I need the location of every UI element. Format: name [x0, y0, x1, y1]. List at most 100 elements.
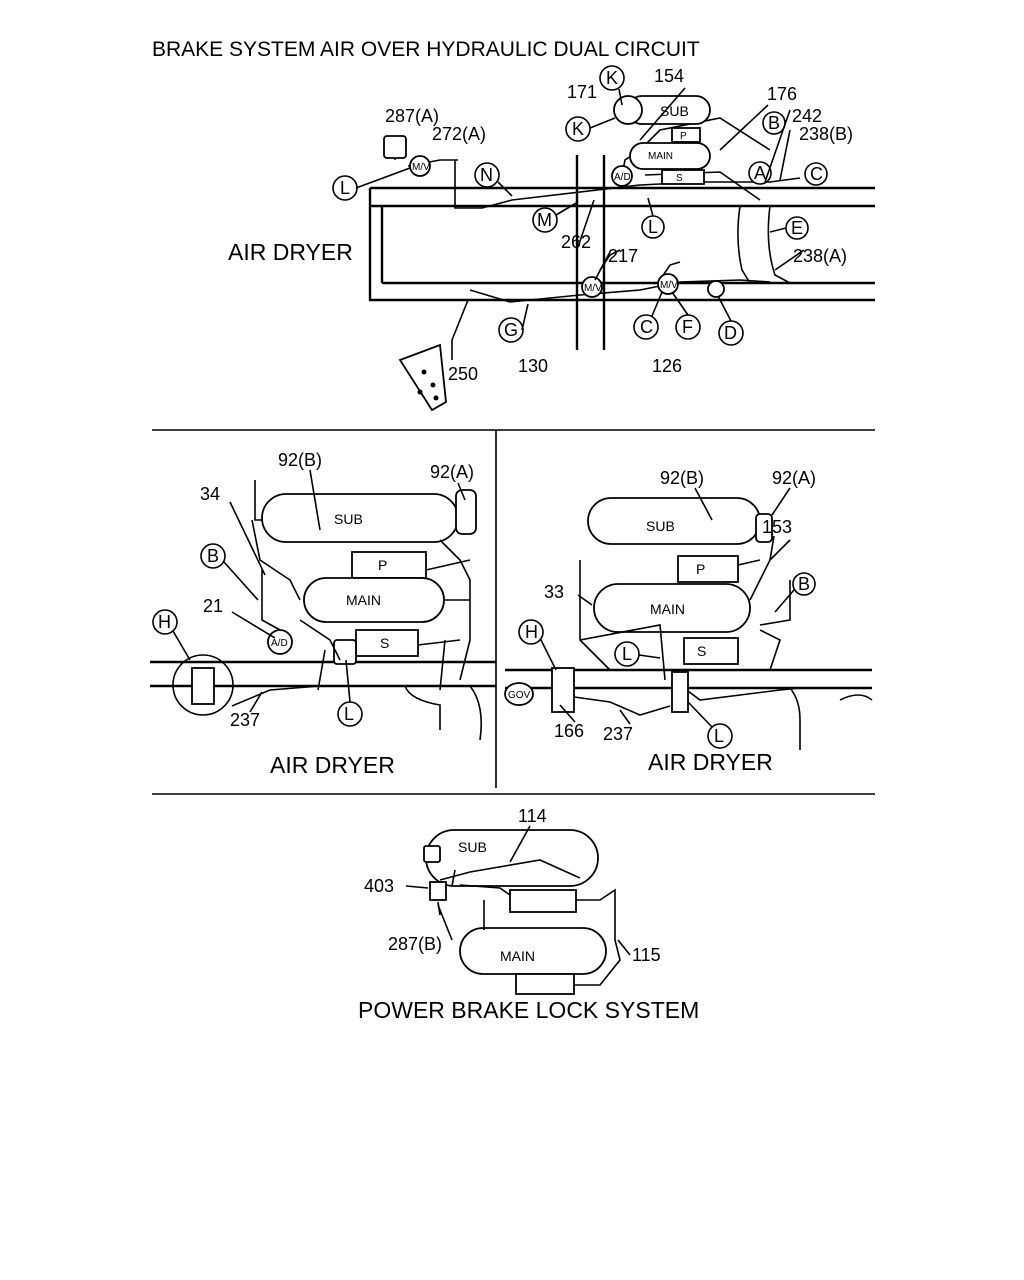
callout-f: F: [682, 317, 693, 337]
valve-icon: [455, 489, 477, 535]
callout-h: H: [158, 612, 171, 632]
s-tank: [661, 169, 705, 185]
part-number: 287(A): [385, 106, 439, 126]
callout-l: L: [344, 704, 354, 724]
mv-valve-label: M/V: [584, 283, 602, 294]
diagram-title: BRAKE SYSTEM AIR OVER HYDRAULIC DUAL CIR…: [152, 38, 700, 61]
part-number: 153: [762, 517, 792, 537]
callout-d: D: [724, 323, 737, 343]
part-number: 130: [518, 356, 548, 376]
part-number: 166: [554, 721, 584, 741]
s-tank-label: S: [676, 173, 683, 184]
main-tank-label: MAIN: [500, 948, 535, 964]
callout-b: B: [768, 113, 780, 133]
p-tank: [677, 555, 739, 583]
callout-c: C: [640, 317, 653, 337]
callout-b: B: [798, 574, 810, 594]
sub-tank-label: SUB: [646, 518, 675, 534]
switch-icon: [383, 135, 407, 159]
part-number: 92(B): [660, 468, 704, 488]
callout-n: N: [480, 165, 493, 185]
part-number: 176: [767, 84, 797, 104]
bracket: [671, 671, 689, 713]
main-tank: [629, 142, 711, 170]
top-panel: SUB P MAIN S M/V A/D M/V M/V AIR DRYER K…: [228, 65, 875, 412]
sub-tank-label: SUB: [458, 839, 487, 855]
callout-h: H: [525, 622, 538, 642]
part-number: 92(A): [772, 468, 816, 488]
part-number: 217: [608, 246, 638, 266]
drain-valve-icon: [707, 280, 725, 298]
ad-valve-icon: [611, 165, 633, 187]
p-tank: [351, 551, 427, 579]
s-tank: [683, 637, 739, 665]
bracket: [551, 667, 575, 713]
part-number: 242: [792, 106, 822, 126]
part-number: 21: [203, 596, 223, 616]
callout-l: L: [340, 178, 350, 198]
part-number: 126: [652, 356, 682, 376]
callout-k: K: [606, 68, 618, 88]
ad-valve-label: A/D: [271, 638, 288, 649]
switch-icon: [423, 845, 441, 863]
valve-icon: [429, 881, 447, 901]
panel-separators: [152, 429, 875, 795]
governor-label: GOV: [508, 690, 531, 701]
s-tank-label: S: [380, 635, 389, 651]
main-tank: [593, 583, 751, 633]
p-tank-label: P: [378, 557, 387, 573]
right-air-dryer-label: AIR DRYER: [648, 749, 773, 775]
callout-a: A: [754, 163, 766, 183]
part-number: 287(B): [388, 934, 442, 954]
left-panel: SUB P MAIN S A/D H B L 92(B) 92(A) 34 21…: [150, 450, 496, 778]
callout-l: L: [622, 644, 632, 664]
p-tank-label: P: [696, 561, 705, 577]
part-number: 238(B): [799, 124, 853, 144]
sub-tank-label: SUB: [660, 103, 689, 119]
part-number: 262: [561, 232, 591, 252]
governor-icon: [504, 682, 534, 706]
part-number: 114: [518, 806, 547, 826]
callout-c: C: [810, 164, 823, 184]
part-number: 33: [544, 582, 564, 602]
right-panel: SUB P MAIN S GOV H B L L 92(B) 92(A) 153…: [504, 468, 873, 775]
callout-e: E: [791, 218, 803, 238]
callout-b: B: [207, 546, 219, 566]
cylinder: [509, 889, 577, 913]
mv-valve-icon: [581, 276, 603, 298]
part-number: 92(A): [430, 462, 474, 482]
part-number: 115: [632, 945, 661, 965]
mounting-bracket: [398, 343, 447, 412]
part-number: 171: [567, 82, 597, 102]
part-number: 92(B): [278, 450, 322, 470]
part-number: 34: [200, 484, 220, 504]
callout-g: G: [504, 320, 518, 340]
part-number: 272(A): [432, 124, 486, 144]
s-tank: [355, 629, 419, 657]
mv-valve-label: M/V: [660, 280, 678, 291]
left-air-dryer-label: AIR DRYER: [270, 752, 395, 778]
callout-k: K: [572, 119, 584, 139]
part-number: 237: [230, 710, 260, 730]
sub-tank-label: SUB: [334, 511, 363, 527]
s-tank-label: S: [697, 643, 706, 659]
power-brake-lock-label: POWER BRAKE LOCK SYSTEM: [358, 997, 699, 1023]
mv-valve-icon: [409, 155, 431, 177]
part-number: 237: [603, 724, 633, 744]
part-number: 154: [654, 66, 684, 86]
callout-l: L: [714, 726, 724, 746]
part-number: 250: [448, 364, 478, 384]
callout-l: L: [648, 217, 658, 237]
top-air-dryer-label: AIR DRYER: [228, 239, 353, 265]
mv-valve-label: M/V: [412, 162, 430, 173]
main-tank-label: MAIN: [648, 151, 673, 162]
valve-icon: [755, 513, 773, 543]
callout-m: M: [537, 210, 552, 230]
part-number: 238(A): [793, 246, 847, 266]
ad-valve-label: A/D: [614, 172, 631, 183]
mv-valve-icon: [657, 273, 679, 295]
valve-icon: [333, 639, 357, 665]
bottom-panel: SUB MAIN 114 403 287(B) 115 POWER BRAKE …: [358, 806, 699, 1023]
main-tank-label: MAIN: [650, 601, 685, 617]
